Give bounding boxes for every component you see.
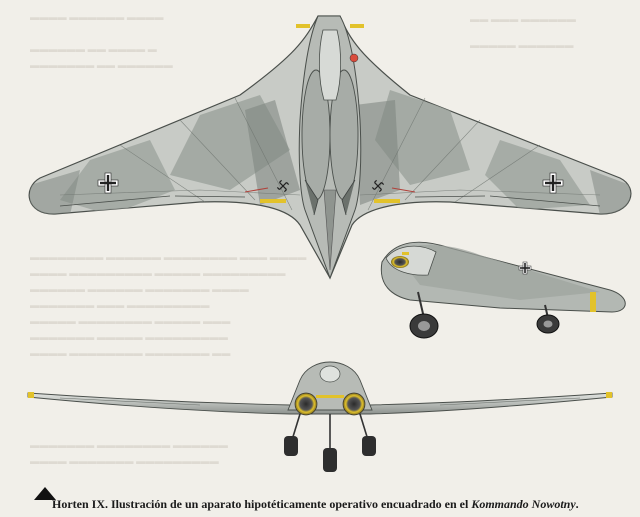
caption-end: . [575,497,579,511]
balkenkreuz-icon [518,261,532,275]
caption-text: Horten IX. Ilustración de un aparato hip… [52,497,472,511]
perspective-view [380,241,626,339]
swastika-icon [371,179,385,193]
balkenkreuz-icon [542,172,564,194]
top-view [28,15,632,280]
front-view [27,361,613,472]
balkenkreuz-icon [97,172,119,194]
triangle-marker-icon [34,487,56,500]
figure-caption: Horten IX. Ilustración de un aparato hip… [52,497,637,512]
camouflage-pattern [30,90,630,215]
caption-unit-name: Kommando Nowotny [471,497,576,511]
swastika-icon [276,179,290,193]
